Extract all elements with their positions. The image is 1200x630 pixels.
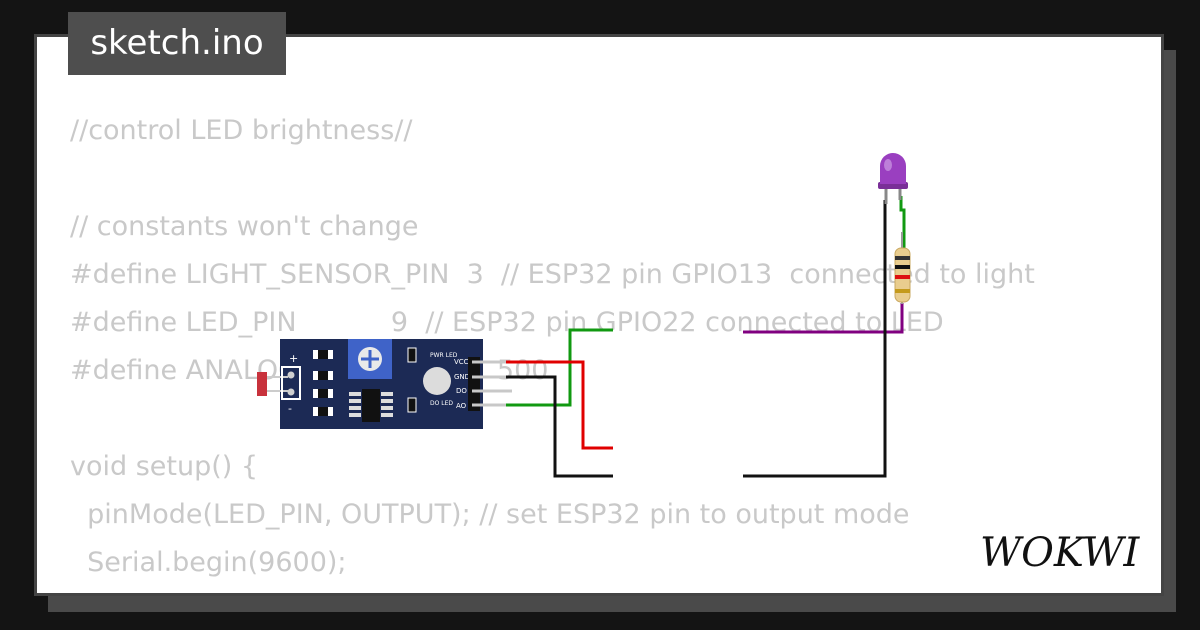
wire-black-gnd bbox=[505, 375, 613, 478]
file-tab[interactable]: sketch.ino bbox=[68, 12, 286, 75]
wires bbox=[490, 196, 906, 478]
plus-marker: + bbox=[289, 352, 298, 365]
pin-label-gnd: GND bbox=[454, 373, 470, 381]
minus-marker: - bbox=[288, 402, 292, 415]
code-line: pinMode(LED_PIN, OUTPUT); // set ESP32 p… bbox=[70, 499, 910, 530]
pwr-led-label: PWR LED bbox=[430, 352, 458, 359]
code-line: // constants won't change bbox=[70, 211, 419, 242]
pin-label-ao: AO bbox=[456, 402, 467, 410]
code-line: //control LED brightness// bbox=[70, 115, 413, 146]
light-sensor-module[interactable]: + - bbox=[257, 339, 512, 429]
code-line: Serial.begin(9600); bbox=[70, 547, 347, 578]
resistor[interactable] bbox=[894, 232, 911, 304]
wire-green-led-anode bbox=[899, 196, 906, 250]
wire-black-led-cathode bbox=[743, 200, 887, 478]
do-led-label: DO LED bbox=[430, 400, 453, 407]
pin-label-vcc: VCC bbox=[454, 358, 469, 366]
photoresistor bbox=[257, 372, 267, 396]
pin-label-do: DO bbox=[456, 387, 467, 395]
wire-green-ao bbox=[490, 328, 613, 407]
indicator-dome bbox=[423, 367, 451, 395]
wokwi-logo: WOKWI bbox=[980, 530, 1140, 576]
wire-purple-led bbox=[743, 303, 904, 334]
led[interactable] bbox=[878, 153, 908, 204]
preview-card: //control LED brightness// // constants w… bbox=[34, 34, 1164, 596]
code-line: void setup() { bbox=[70, 451, 259, 482]
wire-red-vcc bbox=[505, 360, 613, 450]
logo-text: WOKWI bbox=[980, 530, 1140, 576]
code-line: #define LIGHT_SENSOR_PIN 3 // ESP32 pin … bbox=[70, 259, 1035, 290]
